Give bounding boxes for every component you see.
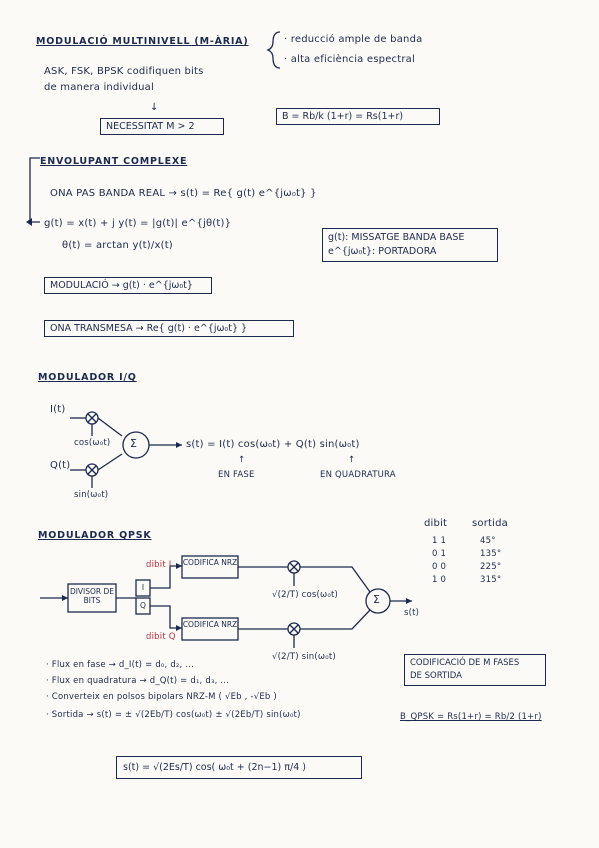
- qpsk-row-2-sortida: 225°: [480, 562, 502, 572]
- necessity-box: NECESSITAT M > 2: [100, 118, 224, 135]
- iq-sin-label: sin(ω₀t): [74, 490, 109, 500]
- qpsk-line-to-sum-1: [300, 566, 371, 593]
- iq-line-i-sum: [97, 417, 123, 437]
- qpsk-title: MODULADOR QPSK: [38, 530, 152, 541]
- multinivell-title: MODULACIÓ MULTINIVELL (M-ÀRIA): [36, 36, 249, 47]
- qpsk-dibit-i: dibit I: [146, 560, 172, 570]
- qpsk-row-3-dibit: 1 0: [432, 575, 447, 585]
- iq-output-equation: s(t) = I(t) cos(ω₀t) + Q(t) sin(ω₀t): [186, 439, 360, 450]
- qpsk-row-0-dibit: 1 1: [432, 536, 447, 546]
- iq-arrow-up-1: ↑: [238, 455, 246, 465]
- qpsk-codificacio-1: CODIFICACIÓ DE M FASES: [410, 658, 520, 668]
- envolupant-band: ONA PAS BANDA REAL → s(t) = Re{ g(t) e^{…: [50, 188, 317, 199]
- multinivell-arrow: ↓: [150, 102, 159, 113]
- bandwidth-box: B = Rb/k (1+r) = Rs(1+r): [276, 108, 440, 125]
- envolupant-title: ENVOLUPANT COMPLEXE: [40, 156, 188, 167]
- qpsk-final-box: s(t) = √(2Es/T) cos( ω₀t + (2n−1) π/4 ): [116, 756, 362, 779]
- qpsk-table-head-dibit: dibit: [424, 518, 448, 529]
- envolupant-theta: θ(t) = arctan y(t)/x(t): [62, 240, 173, 251]
- iq-i-label: I(t): [50, 404, 66, 415]
- qpsk-bullet-1: · Flux en fase → d_I(t) = d₀, d₂, ...: [46, 660, 195, 670]
- qpsk-table-head-sortida: sortida: [472, 518, 509, 529]
- qpsk-codifica-1: CODIFICA NRZ: [182, 558, 238, 567]
- qpsk-row-0-sortida: 45°: [480, 536, 496, 546]
- qpsk-bandwidth: B_QPSK = Rs(1+r) = Rb/2 (1+r): [400, 712, 542, 722]
- envolupant-g: g(t) = x(t) + j y(t) = |g(t)| e^{jθ(t)}: [44, 218, 232, 229]
- qpsk-q-label: Q: [140, 601, 146, 610]
- qpsk-osc-cos: √(2/T) cos(ω₀t): [272, 590, 339, 600]
- brace-benefits: [266, 31, 281, 69]
- iq-title: MODULADOR I/Q: [38, 372, 137, 383]
- envolupant-legend-1: g(t): MISSATGE BANDA BASE: [328, 232, 465, 243]
- benefit-1: · reducció ample de banda: [284, 34, 423, 45]
- multinivell-line1: ASK, FSK, BPSK codifiquen bits: [44, 66, 204, 77]
- envolupant-legend-2: e^{jω₀t}: PORTADORA: [328, 246, 437, 257]
- iq-arrow-up-2: ↑: [348, 455, 356, 465]
- iq-en-fase: EN FASE: [218, 470, 255, 480]
- qpsk-row-1-dibit: 0 1: [432, 549, 447, 559]
- multinivell-line2: de manera individual: [44, 82, 154, 93]
- qpsk-bullet-4: · Sortida → s(t) = ± √(2Eb/T) cos(ω₀t) ±…: [46, 710, 301, 720]
- qpsk-q-path: [150, 605, 182, 629]
- qpsk-divisor-label: DIVISOR DE BITS: [69, 587, 115, 605]
- qpsk-osc-sin: √(2/T) sin(ω₀t): [272, 652, 336, 662]
- qpsk-bullet-2: · Flux en quadratura → d_Q(t) = d₁, d₃, …: [46, 676, 230, 686]
- iq-cos-label: cos(ω₀t): [74, 438, 111, 448]
- qpsk-bullet-3: · Converteix en polsos bipolars NRZ-M ( …: [46, 692, 277, 702]
- qpsk-line-to-sum-2: [300, 609, 371, 630]
- iq-sum-label: Σ: [130, 437, 138, 450]
- transmesa-box: ONA TRANSMESA → Re{ g(t) · e^{jω₀t} }: [44, 320, 294, 337]
- qpsk-codificacio-2: DE SORTIDA: [410, 671, 462, 681]
- iq-line-q-sum: [97, 453, 123, 471]
- qpsk-dibit-q: dibit Q: [146, 632, 176, 642]
- qpsk-codifica-2: CODIFICA NRZ: [182, 620, 238, 629]
- qpsk-codificacio-box: CODIFICACIÓ DE M FASES DE SORTIDA: [404, 654, 546, 686]
- qpsk-i-label: I: [141, 583, 145, 592]
- qpsk-row-3-sortida: 315°: [480, 575, 502, 585]
- benefit-2: · alta eficiència espectral: [284, 54, 415, 65]
- iq-q-label: Q(t): [50, 460, 71, 471]
- qpsk-out-label: s(t): [404, 608, 420, 618]
- qpsk-row-1-sortida: 135°: [480, 549, 502, 559]
- qpsk-row-2-dibit: 0 0: [432, 562, 447, 572]
- envolupant-legend-box: g(t): MISSATGE BANDA BASE e^{jω₀t}: PORT…: [322, 228, 498, 262]
- envolupant-bracket: [29, 157, 40, 223]
- modulacio-box: MODULACIÓ → g(t) · e^{jω₀t}: [44, 277, 212, 294]
- qpsk-sum-label: Σ: [373, 593, 381, 606]
- iq-en-quadratura: EN QUADRATURA: [320, 470, 396, 480]
